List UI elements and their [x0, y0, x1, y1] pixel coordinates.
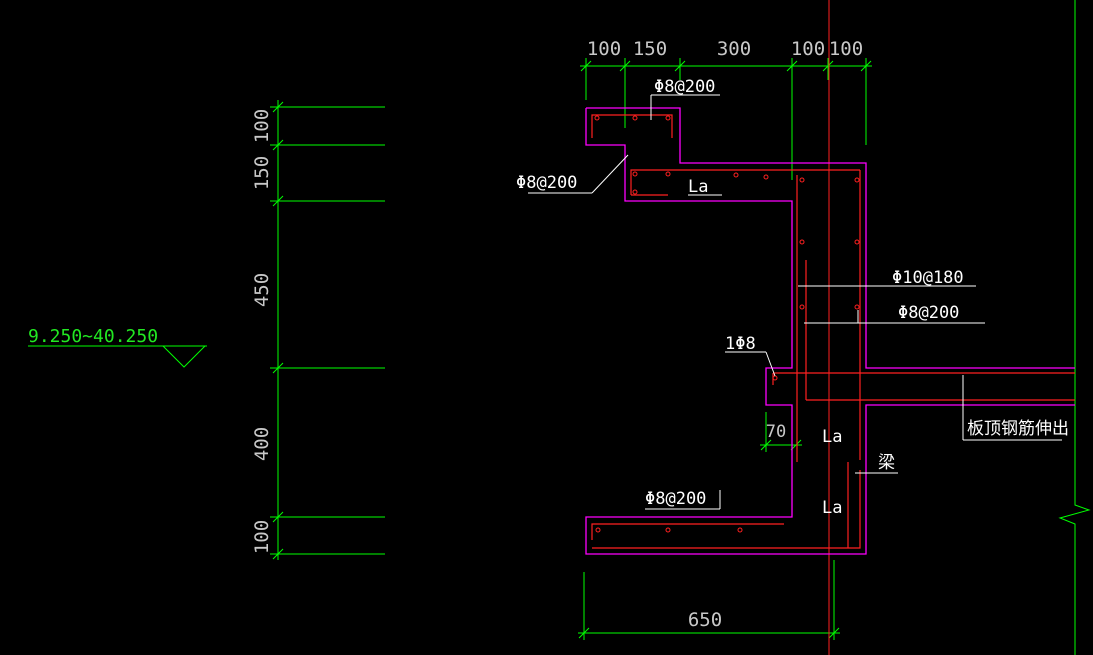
bottom-dim-650: 650 — [688, 609, 722, 631]
label-la-middle: La — [822, 427, 842, 447]
label-rebar-1phi8: 1Φ8 — [725, 334, 756, 354]
level-label: 9.250~40.250 — [28, 326, 158, 347]
label-rebar-left: Φ8@200 — [516, 173, 577, 193]
label-rebar-top: Φ8@200 — [654, 77, 715, 97]
top-dimension-chain — [580, 58, 872, 180]
rebar-dots — [594, 115, 860, 533]
label-slab-note: 板顶钢筋伸出 — [967, 419, 1069, 439]
left-dim-400: 400 — [251, 427, 273, 461]
left-dim-450: 450 — [251, 273, 273, 307]
top-dim-100-a: 100 — [587, 38, 621, 60]
left-dim-100-bottom: 100 — [251, 520, 273, 554]
rebar-lines — [591, 114, 1075, 549]
break-line-right — [1058, 0, 1091, 655]
left-dim-100-top: 100 — [251, 109, 273, 143]
label-beam: 梁 — [878, 453, 895, 473]
label-la-bottom: La — [822, 498, 842, 518]
leader-lines — [528, 94, 1062, 510]
label-rebar-bottom: Φ8@200 — [645, 489, 706, 509]
left-dim-150: 150 — [251, 156, 273, 190]
level-marker — [28, 345, 207, 368]
top-dim-100-c: 100 — [829, 38, 863, 60]
top-dim-300: 300 — [717, 38, 751, 60]
small-dimension-70 — [760, 412, 802, 452]
left-dimension-chain — [270, 100, 385, 560]
concrete-outline — [585, 107, 1075, 555]
label-rebar-phi8-right: Φ8@200 — [898, 303, 959, 323]
bottom-dimension — [578, 560, 840, 640]
top-dim-150: 150 — [633, 38, 667, 60]
label-rebar-phi10: Φ10@180 — [892, 268, 964, 288]
top-dim-100-b: 100 — [791, 38, 825, 60]
small-dim-70: 70 — [766, 422, 786, 442]
label-la-top: La — [688, 177, 708, 197]
